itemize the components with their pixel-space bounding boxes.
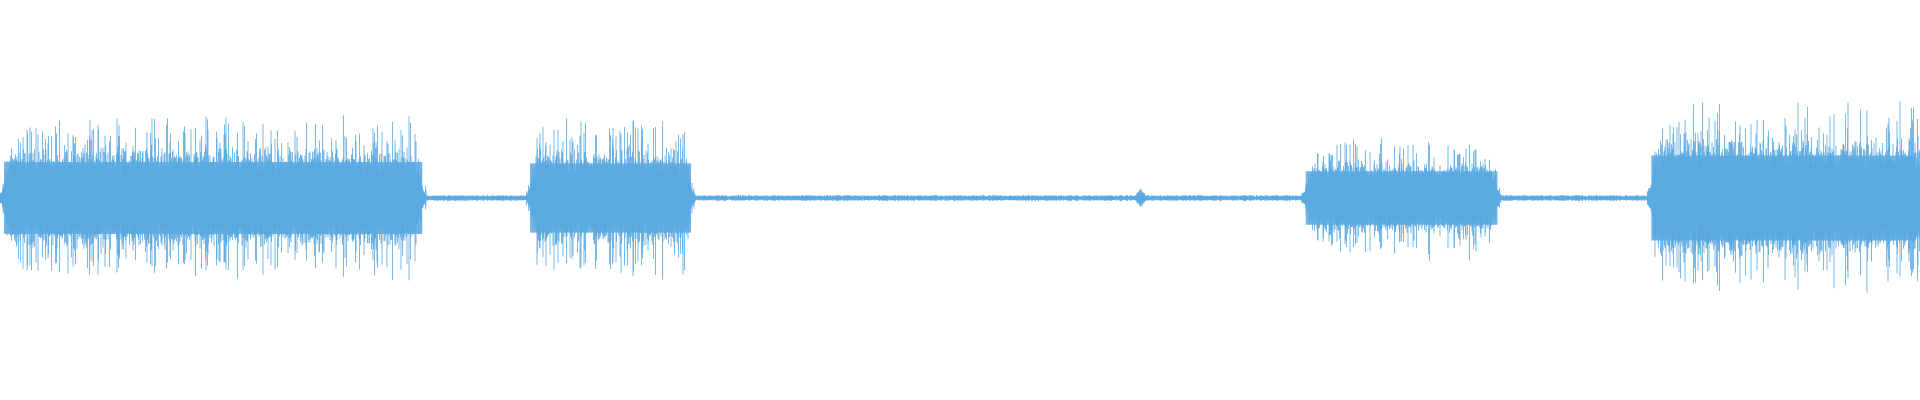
waveform-path (0, 101, 1920, 293)
waveform-samples (0, 101, 1920, 293)
